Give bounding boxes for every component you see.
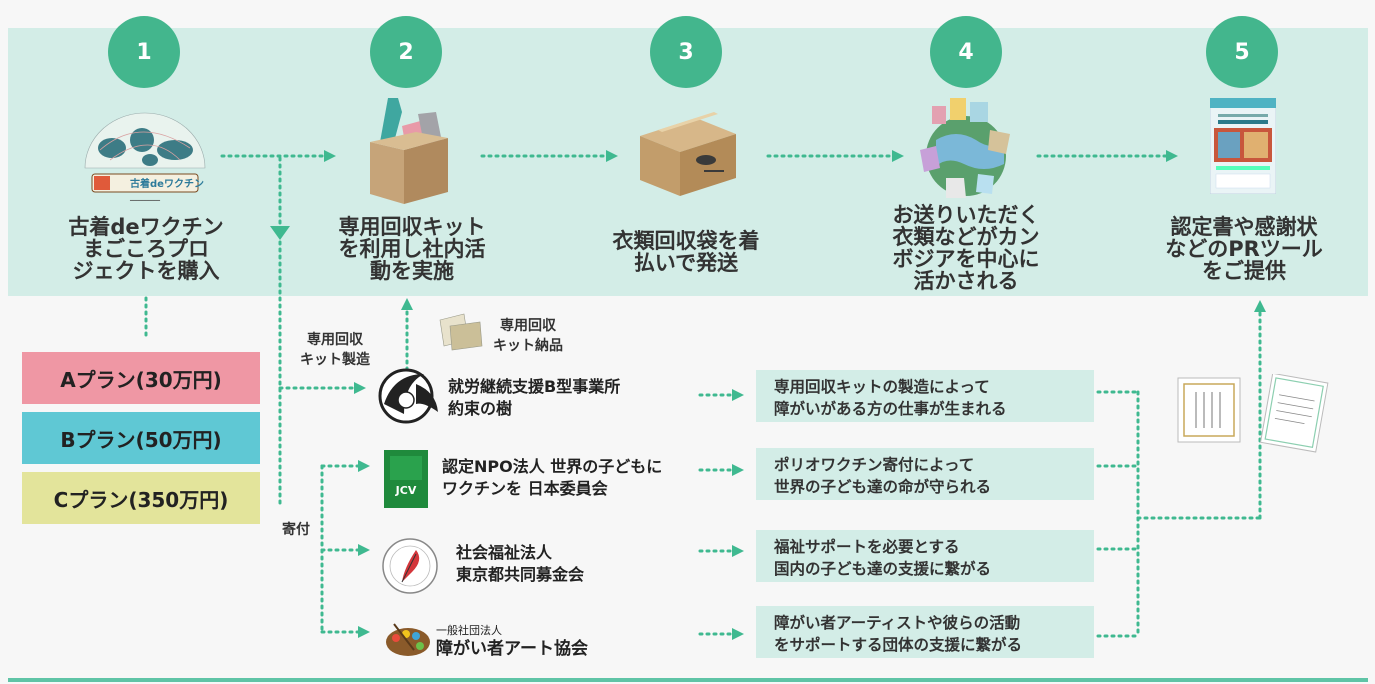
result-4: 障がい者アーティストや彼らの活動 をサポートする団体の支援に繋がる bbox=[756, 606, 1094, 658]
result-3: 福祉サポートを必要とする 国内の子ども達の支援に繋がる bbox=[756, 530, 1094, 582]
step-2-number: 2 bbox=[370, 16, 442, 88]
plan-a: Aプラン(30万円) bbox=[22, 352, 260, 404]
tree-emblem-icon bbox=[378, 368, 438, 424]
step-1-number: 1 bbox=[108, 16, 180, 88]
certificates-icon bbox=[1177, 374, 1329, 453]
globe-clothes-icon bbox=[920, 98, 1010, 198]
jcv-logo-text: JCV bbox=[395, 484, 417, 497]
step-5-number: 5 bbox=[1206, 16, 1278, 88]
step-1-text: 古着deワクチン まごころプロ ジェクトを購入 bbox=[68, 215, 224, 283]
shipping-box-icon bbox=[640, 112, 736, 196]
art-palette-icon bbox=[386, 623, 430, 656]
org-name-2: 認定NPO法人 世界の子どもに ワクチンを 日本委員会 bbox=[442, 457, 663, 498]
world-map-logo-icon: 古着deワクチン ━━━━━━━━━━ bbox=[84, 112, 206, 204]
svg-text:━━━━━━━━━━: ━━━━━━━━━━ bbox=[129, 198, 161, 204]
donation-label: 寄付 bbox=[282, 522, 310, 538]
org-name-3: 社会福祉法人 東京都共同募金会 bbox=[456, 543, 585, 584]
step-4-text: お送りいただく 衣類などがカン ボジアを中心に 活かされる bbox=[892, 203, 1040, 293]
clothes-box-icon bbox=[370, 98, 448, 204]
org-name-4: 障がい者アート協会 bbox=[436, 639, 588, 659]
step-3-number: 3 bbox=[650, 16, 722, 88]
pr-flyer-icon bbox=[1210, 98, 1276, 194]
step-3-text: 衣類回収袋を着 払いで発送 bbox=[612, 229, 760, 275]
plan-b: Bプラン(50万円) bbox=[22, 412, 260, 464]
red-feather-icon bbox=[382, 538, 438, 594]
jcv-logo-icon: JCV bbox=[384, 450, 428, 508]
step-2-text: 専用回収キット を利用し社内活 動を実施 bbox=[338, 215, 486, 283]
logo-text: 古着deワクチン bbox=[130, 177, 204, 190]
kit-make-label: 専用回収 キット製造 bbox=[300, 332, 370, 368]
org-prefix-4: 一般社団法人 bbox=[436, 624, 502, 637]
result-2: ポリオワクチン寄付によって 世界の子ども達の命が守られる bbox=[756, 448, 1094, 500]
bottom-rule bbox=[8, 678, 1368, 682]
plan-c: Cプラン(350万円) bbox=[22, 472, 260, 524]
step-5-text: 認定書や感謝状 などのPRツール をご提供 bbox=[1165, 215, 1323, 283]
step-4-number: 4 bbox=[930, 16, 1002, 88]
spine-down-arrow bbox=[270, 226, 290, 240]
kit-deliver-label: 専用回収 キット納品 bbox=[493, 318, 563, 354]
org-name-1: 就労継続支援B型事業所 約束の樹 bbox=[448, 377, 621, 418]
result-1: 専用回収キットの製造によって 障がいがある方の仕事が生まれる bbox=[756, 370, 1094, 422]
kit-package-icon bbox=[439, 313, 483, 351]
